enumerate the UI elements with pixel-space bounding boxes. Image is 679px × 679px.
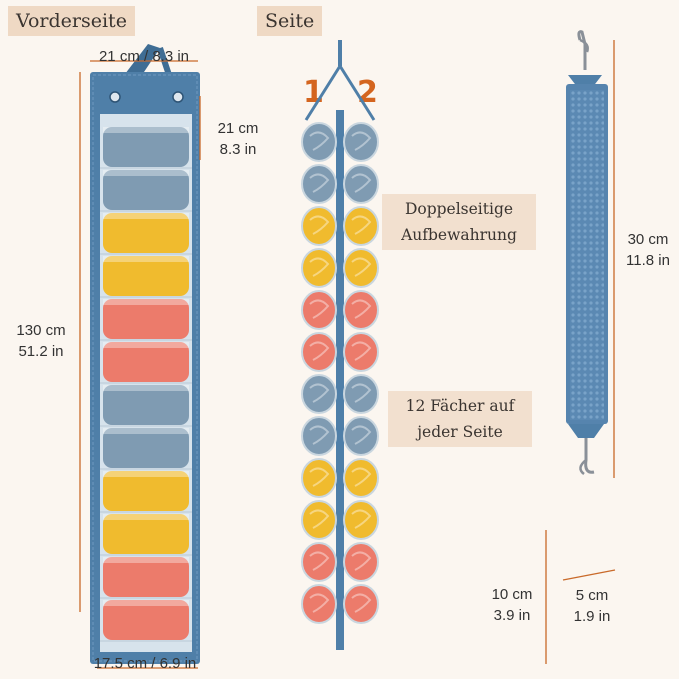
pockets-callout: 12 Fächer auf jeder Seite [388,391,532,447]
front-view-label: Vorderseite [8,6,135,36]
side-roll-right [343,416,379,456]
side-roll-right [343,164,379,204]
double-sided-line2: Aufbewahrung [401,226,517,244]
side-roll-left [301,584,337,624]
side-roll-left [301,542,337,582]
side-roll-right [343,206,379,246]
front-organizer [90,44,200,664]
side-roll-left [301,416,337,456]
front-roll [100,385,192,427]
side-roll-left [301,332,337,372]
strap-length-dimension-in: 11.8 in [626,252,670,269]
strap-length-dimension-cm: 30 cm [627,231,669,248]
double-sided-callout: Doppelseitige Aufbewahrung [382,194,536,250]
side-roll-right [343,248,379,288]
front-roll [100,428,192,470]
bottom-width-dimension: 17.5 cm / 6.9 in [93,655,197,672]
side-roll-right [343,122,379,162]
side-roll-right [343,458,379,498]
front-roll [100,213,192,255]
hanging-strap [566,30,608,475]
side-roll-left [301,206,337,246]
front-roll [100,342,192,384]
side-roll-right [343,332,379,372]
side-roll-right [343,542,379,582]
front-roll [100,170,192,212]
side-roll-left [301,164,337,204]
side-roll-left [301,122,337,162]
top-height-dimension-cm: 21 cm [217,120,259,137]
side-roll-left [301,290,337,330]
side-roll-right [343,584,379,624]
depth-dimension-cm: 10 cm [491,586,533,603]
double-sided-line1: Doppelseitige [404,200,514,218]
pockets-line2: jeder Seite [417,423,503,441]
side-roll-right [343,374,379,414]
side-organizer [301,40,379,650]
front-roll [100,127,192,169]
top-height-dimension-in: 8.3 in [219,141,257,158]
side-roll-left [301,500,337,540]
side-roll-left [301,248,337,288]
front-roll [100,471,192,513]
top-width-dimension: 21 cm / 8.3 in [98,48,190,65]
depth-dimension-in: 3.9 in [493,607,531,624]
front-roll [100,600,192,642]
side-roll-left [301,458,337,498]
pockets-line1: 12 Fächer auf [405,397,515,415]
side-roll-right [343,500,379,540]
side-roll-left [301,374,337,414]
side-width-dimension-cm: 5 cm [575,587,609,604]
front-roll [100,299,192,341]
side-width-dimension-in: 1.9 in [573,608,611,625]
front-roll [100,256,192,298]
side-view-label: Seite [257,6,323,36]
total-height-dimension-in: 51.2 in [18,343,64,360]
total-height-dimension-cm: 130 cm [16,322,66,339]
side-roll-right [343,290,379,330]
front-roll [100,514,192,556]
front-roll [100,557,192,599]
